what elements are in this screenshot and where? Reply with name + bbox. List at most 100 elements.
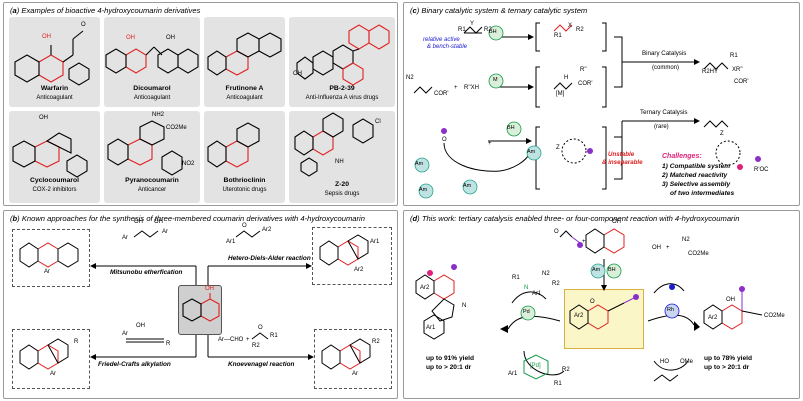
- cat-pd: Pd: [523, 309, 530, 315]
- compound-cell: Frutinone A Anticoagulant: [204, 17, 285, 107]
- product-oh: OH: [726, 297, 735, 303]
- compound-cell: OH OH Dicoumarol Anticoagulant: [104, 17, 200, 107]
- reagent-ar2: Ar2: [262, 227, 272, 233]
- reagent-r2: R2: [252, 343, 260, 349]
- ternary-catalysis-sub: (rare): [654, 124, 669, 130]
- reagent-ar: Ar: [122, 235, 128, 241]
- reagent-n2: N2: [682, 237, 690, 243]
- product-co2me: CO2Me: [764, 313, 785, 319]
- reagent-r1: R1: [270, 333, 278, 339]
- product-ar2: Ar2: [708, 315, 718, 321]
- atom-nh2: NH2: [152, 112, 165, 118]
- panel-d-title: (d) This work: tertiary catalysis enable…: [410, 214, 740, 223]
- compound-use: Uterotonic drugs: [222, 187, 267, 193]
- right-yield: up to 78% yield: [704, 355, 752, 362]
- atom-cl: Cl: [375, 119, 381, 125]
- reagent-cor: COR': [578, 81, 593, 87]
- stable-note-2: & bench-stable: [427, 44, 468, 50]
- reagent-oh: OH: [136, 323, 145, 329]
- reagent-xr: XR'': [732, 67, 743, 73]
- panel-b-title: (b) Known approaches for the synthesis o…: [10, 214, 365, 223]
- challenge-item: 2) Matched reactivity: [662, 172, 728, 179]
- left-dr: up to > 20:1 dr: [426, 364, 472, 371]
- reagent-ome: OMe: [680, 359, 694, 365]
- compound-cell: NH2 CO2Me NO2 Pyranocoumarin Anticancer: [104, 111, 200, 203]
- reagent-rxh: R''XH: [464, 85, 479, 91]
- product-ar2: Ar2: [354, 267, 364, 273]
- reagent-ho: HO: [660, 359, 669, 365]
- ternary-catalysis-label: Ternary Catalysis: [640, 109, 688, 116]
- reagent-n2: N2: [406, 75, 414, 81]
- reagent-r1: R1: [458, 27, 466, 33]
- hydroxycoumarin-center: OH: [178, 285, 222, 335]
- intermediate-box: [564, 289, 644, 349]
- panel-a-title: (a) Examples of bioactive 4-hydroxycouma…: [10, 6, 201, 15]
- compound-cell: OH PB-2-39 Anti-Influenza A virus drugs: [289, 17, 395, 107]
- reagent-h: H: [564, 75, 569, 81]
- challenge-item: 3) Selective assembly: [662, 181, 731, 188]
- reagent-r: R'': [580, 67, 587, 73]
- compound-cell: OH Cyclocoumarol COX-2 inhibitors: [9, 111, 100, 203]
- pyranocoumarin-structure: [107, 120, 183, 176]
- bothrioclinin-structure: [207, 122, 260, 168]
- atom-no2: NO2: [182, 161, 195, 167]
- compound-use: COX-2 inhibitors: [32, 187, 77, 193]
- plus-sign: +: [582, 239, 586, 245]
- method-label: Mitsunobu etherfication: [110, 269, 183, 276]
- atom-oh: OH: [42, 34, 51, 40]
- cyclocoumarol-structure: [12, 132, 88, 178]
- method-label: Hetero-Diels-Alder reaction: [228, 255, 311, 262]
- atom-oh: OH: [205, 286, 214, 292]
- atom-o: O: [554, 229, 559, 235]
- product-ar: Ar: [50, 371, 56, 377]
- plus-sign: +: [666, 245, 670, 251]
- reagent-r1: R1: [730, 53, 738, 59]
- panel-c-title: (c) Binary catalytic system & ternary ca…: [410, 6, 588, 15]
- atom-oh: OH: [293, 71, 302, 77]
- compound-name: Dicoumarol: [133, 85, 171, 92]
- plus-sign: +: [246, 337, 250, 343]
- plus-sign: +: [488, 141, 492, 147]
- panel-b: (b) Known approaches for the synthesis o…: [3, 210, 398, 399]
- pd-complex: [Pd]: [530, 363, 541, 369]
- compound-cell: Bothrioclinin Uterotonic drugs: [204, 111, 285, 203]
- reagent-y: Y: [470, 21, 475, 27]
- reagent-r2: R2: [576, 27, 584, 33]
- reagent-o: O: [242, 223, 247, 229]
- product-n: N: [462, 303, 467, 309]
- compound-name: Frutinone A: [225, 85, 264, 92]
- left-yield: up to 91% yield: [426, 355, 474, 362]
- reagent-r1: R1: [554, 381, 562, 387]
- compound-cell: Cl NH Z-20 Sepsis drugs: [289, 111, 395, 203]
- compound-cell: OH O Warfarin Anticoagulant: [9, 17, 100, 107]
- unstable-note: Unstable: [608, 151, 635, 158]
- product-ar1: Ar1: [370, 239, 380, 245]
- reagent-n2: N2: [542, 271, 550, 277]
- reagent-ar1: Ar1: [532, 291, 542, 297]
- compound-use: Anti-Influenza A virus drugs: [305, 95, 379, 101]
- atom-o: O: [590, 299, 595, 305]
- panel-a: (a) Examples of bioactive 4-hydroxycouma…: [3, 2, 398, 206]
- panel-c: (c) Binary catalytic system & ternary ca…: [403, 2, 800, 206]
- atom-oh: OH: [612, 219, 621, 225]
- cat-am: Am: [415, 161, 424, 167]
- cat-rh: Rh: [667, 307, 675, 313]
- atom-nh: NH: [335, 159, 344, 165]
- product-r2: R2: [372, 339, 380, 345]
- metal-complex: [M]: [556, 91, 565, 97]
- reagent-r2hy: R2HY: [702, 69, 719, 75]
- product-box-friedel-crafts: [12, 329, 90, 389]
- product-r: R: [74, 339, 79, 345]
- atom-co2me: CO2Me: [166, 125, 187, 131]
- atom-oh: OH: [39, 115, 48, 121]
- binary-catalysis-label: Binary Catalysis: [642, 50, 687, 57]
- reagent-o: O: [258, 325, 263, 331]
- binary-catalysis-sub: (common): [652, 65, 680, 71]
- panel-d: (d) This work: tertiary catalysis enable…: [403, 210, 800, 399]
- panel-b-scheme: [19, 230, 371, 370]
- reagent-r1: R1: [554, 33, 562, 39]
- cat-bh: BH: [489, 29, 497, 35]
- reagent-r1: R1: [512, 275, 520, 281]
- compound-name: Warfarin: [40, 85, 69, 92]
- cat-am: Am: [419, 187, 428, 193]
